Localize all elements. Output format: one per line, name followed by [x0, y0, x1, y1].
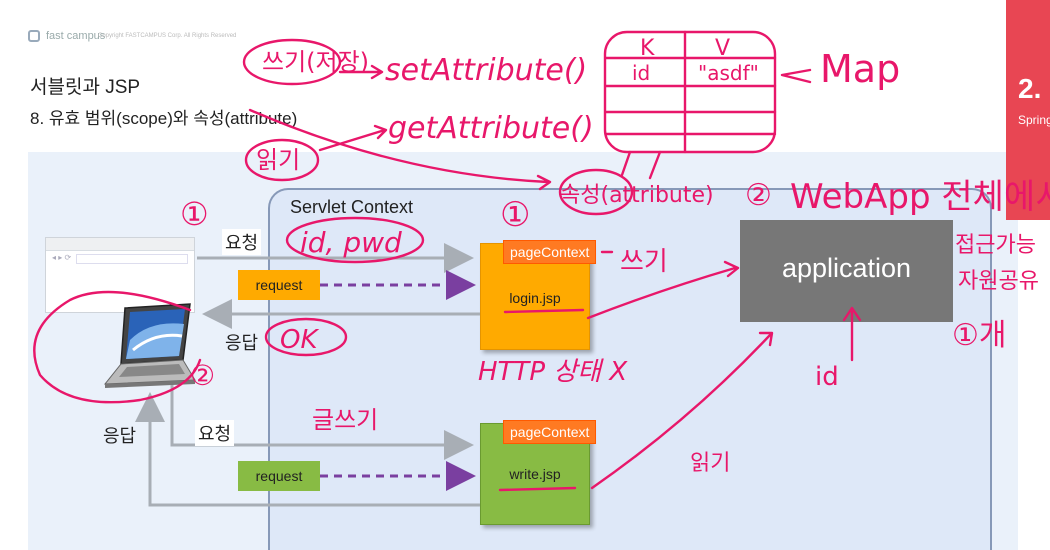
- logo-mark-icon: [28, 30, 40, 42]
- request-box-2: request: [238, 461, 320, 491]
- slide-title: 서블릿과 JSP: [30, 77, 141, 98]
- slide-subtitle: 8. 유효 범위(scope)와 속성(attribute): [30, 109, 298, 128]
- request-label-bottom: 요청: [195, 420, 235, 446]
- copyright-text: Copyright FASTCAMPUS Corp. All Rights Re…: [98, 33, 237, 39]
- page-context-tag-1: pageContext: [503, 240, 597, 264]
- logo-text: fast campus: [46, 30, 106, 42]
- section-side-tab: 2. Spring: [1006, 0, 1050, 220]
- request-box-1: request: [238, 270, 320, 300]
- request-label-top: 요청: [222, 229, 262, 255]
- login-jsp-label: login.jsp: [509, 290, 561, 306]
- write-jsp-label: write.jsp: [509, 466, 561, 482]
- section-label: Spring: [1018, 113, 1050, 127]
- response-arrow-bottom: [135, 392, 480, 507]
- servlet-context-label: Servlet Context: [290, 197, 414, 217]
- response-label-bottom: 응답: [103, 426, 137, 446]
- response-label-top: 응답: [225, 333, 259, 353]
- section-number: 2.: [1018, 73, 1042, 104]
- application-box: application: [740, 220, 953, 322]
- page-context-tag-2: pageContext: [503, 420, 597, 444]
- fastcampus-logo: fast campus: [28, 30, 105, 42]
- request-arrow-bottom: [170, 385, 474, 460]
